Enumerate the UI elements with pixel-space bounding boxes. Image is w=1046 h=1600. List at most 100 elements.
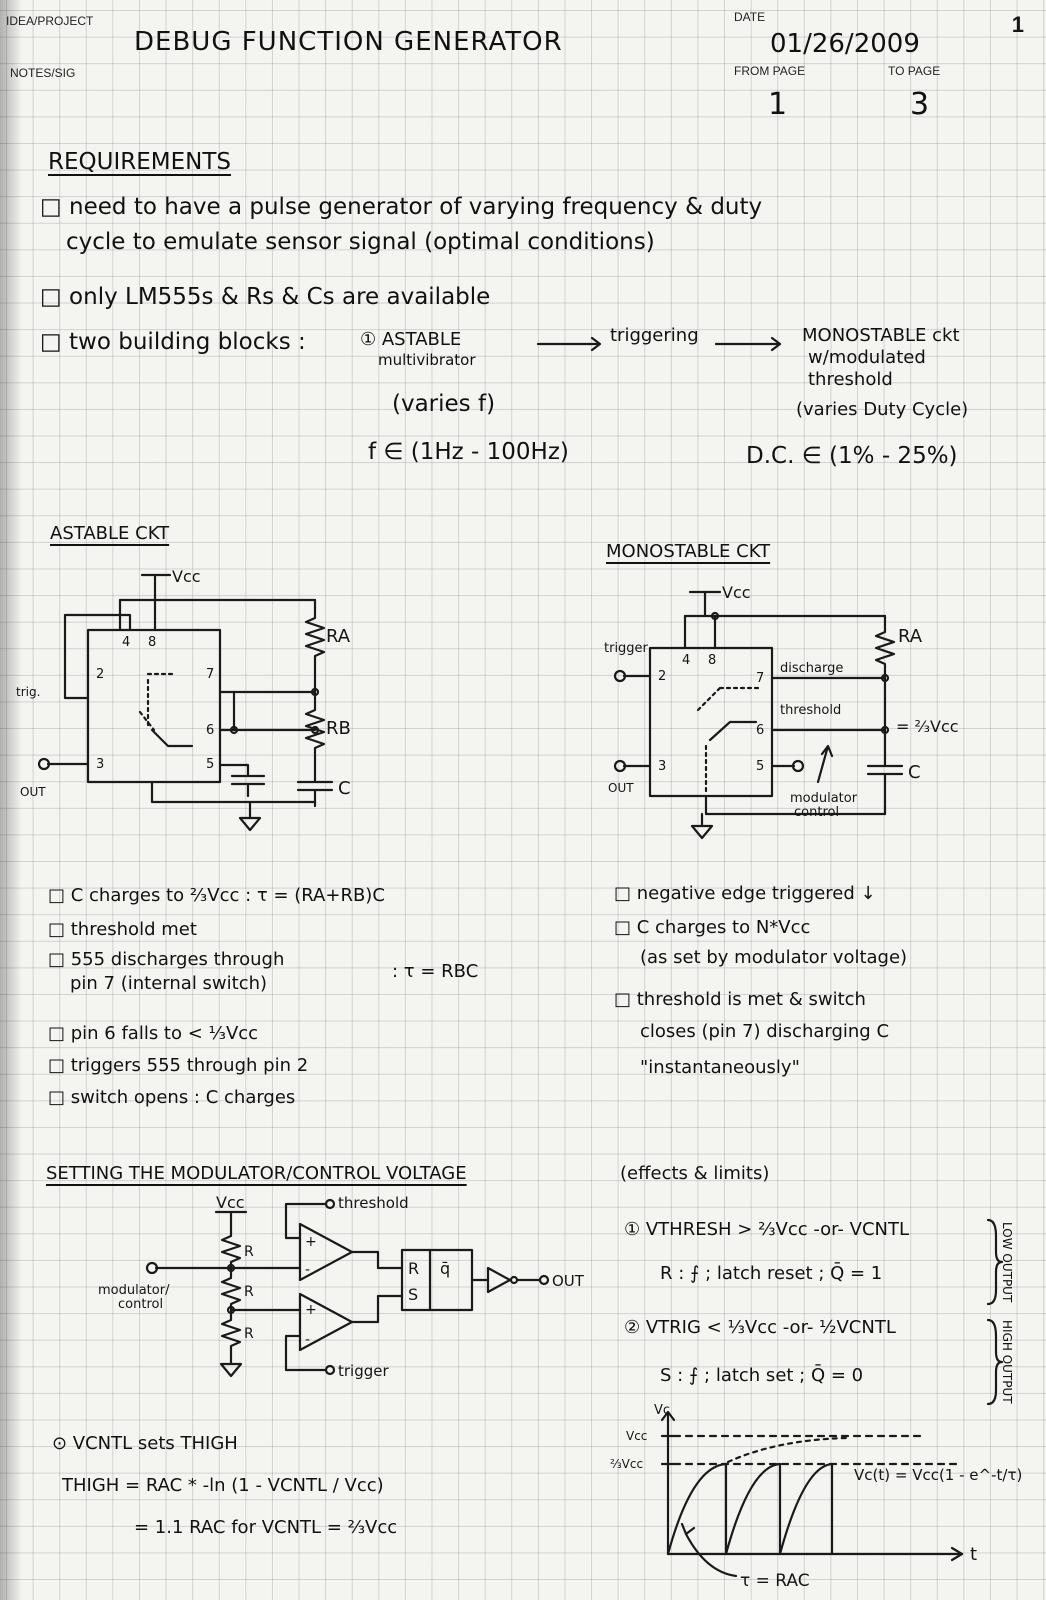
modulator-schematic: Vcc R R R modulator/ control threshold t… — [98, 1193, 585, 1380]
block-2-range: D.C. ∈ (1% - 25%) — [746, 443, 958, 469]
astable-note-6: □ switch opens : C charges — [48, 1087, 296, 1108]
graph-vcc-label: Vcc — [626, 1429, 647, 1443]
condition-1-line-2: R : ⨍ ; latch reset ; Q̄ = 1 — [660, 1263, 883, 1284]
graph-t-label: t — [970, 1544, 977, 1565]
condition-2-side-label: HIGH OUTPUT — [1000, 1320, 1015, 1404]
block-2-varies: (varies Duty Cycle) — [796, 399, 969, 420]
requirement-3: □ two building blocks : — [40, 329, 306, 355]
mono-note-1: □ negative edge triggered ↓ — [614, 883, 876, 904]
mono-out-label: OUT — [608, 781, 634, 795]
condition-braces — [986, 1218, 1004, 1406]
to-page-value: 3 — [910, 87, 930, 122]
to-page-label: TO PAGE — [888, 64, 941, 78]
astable-pin-3: 3 — [96, 757, 104, 772]
mod-trigger-label: trigger — [338, 1362, 389, 1380]
mono-modulator-label: modulator — [790, 791, 858, 806]
mono-note-3c: "instantaneously" — [640, 1057, 800, 1078]
page-title: DEBUG FUNCTION GENERATOR — [134, 27, 563, 57]
date-value: 01/26/2009 — [770, 29, 920, 59]
mod-input-label-2: control — [118, 1297, 163, 1312]
monostable-heading: MONOSTABLE CKT — [606, 541, 771, 562]
mono-control-label: control — [794, 805, 839, 820]
condition-1-line-1: ① VTHRESH > ⅔Vcc -or- VCNTL — [624, 1219, 910, 1240]
mono-pin-7: 7 — [756, 671, 764, 686]
idea-project-label: IDEA/PROJECT — [6, 14, 94, 28]
mono-pin-4: 4 — [682, 653, 690, 668]
astable-note-5: □ triggers 555 through pin 2 — [48, 1055, 309, 1076]
astable-rb-label: RB — [326, 718, 351, 739]
page-edge-shadow — [0, 0, 22, 1600]
astable-pin-2: 2 — [96, 667, 104, 682]
mod-threshold-label: threshold — [338, 1194, 409, 1212]
block-1-range: f ∈ (1Hz - 100Hz) — [368, 439, 569, 465]
astable-pin-8: 8 — [148, 635, 156, 650]
from-page-value: 1 — [768, 87, 788, 122]
block-2-line-3: threshold — [808, 369, 893, 390]
mono-note-3: □ threshold is met & switch — [614, 989, 866, 1010]
mono-discharge-label: discharge — [780, 661, 843, 676]
mono-pin-2: 2 — [658, 669, 666, 684]
graph-tau-label: τ = RAC — [740, 1571, 810, 1591]
requirement-1-line-2: cycle to emulate sensor signal (optimal … — [66, 229, 655, 255]
mod-out-label: OUT — [552, 1272, 585, 1290]
astable-trig-label: trig. — [16, 685, 40, 699]
astable-tau-discharge: : τ = RBC — [392, 961, 479, 982]
mono-trigger-label: trigger — [604, 641, 649, 656]
graph-equation: Vc(t) = Vcc(1 - e^-t/τ) — [854, 1466, 1022, 1484]
notes-sig-label: NOTES/SIG — [10, 66, 76, 80]
mod-r2-label: R — [244, 1284, 254, 1300]
mono-note-2b: (as set by modulator voltage) — [640, 947, 908, 968]
graph-two-thirds-label: ⅔Vcc — [610, 1457, 643, 1471]
astable-note-3: □ 555 discharges through — [48, 949, 285, 970]
block-1-subtitle: multivibrator — [378, 351, 476, 369]
astable-note-1: □ C charges to ²⁄₃Vcc : τ = (RA+RB)C — [48, 885, 385, 906]
vcntl-sets-thigh: ⊙ VCNTL sets THIGH — [52, 1433, 238, 1454]
astable-ra-label: RA — [326, 626, 351, 647]
mono-note-2: □ C charges to N*Vcc — [614, 917, 811, 938]
mono-pin-8: 8 — [708, 653, 716, 668]
page-number: 1 — [1011, 12, 1024, 37]
mono-pin-5: 5 — [756, 759, 764, 774]
block-2-line-2: w/modulated — [808, 347, 926, 368]
mono-note-3b: closes (pin 7) discharging C — [640, 1021, 890, 1042]
mono-vcc-label: Vcc — [722, 583, 751, 602]
latch-r-label: R — [408, 1259, 419, 1278]
mod-vcc-label: Vcc — [216, 1193, 245, 1212]
modulator-heading-note: (effects & limits) — [620, 1163, 770, 1184]
triggering-label: triggering — [610, 325, 699, 346]
capacitor-charge-graph: Vc Vcc ⅔Vcc Vc(t) = Vcc(1 - e^-t/τ) t τ … — [610, 1403, 1022, 1591]
graph-vc-label: Vc — [654, 1403, 670, 1418]
block-1-title: ① ASTABLE — [360, 329, 462, 350]
mod-input-label-1: modulator/ — [98, 1283, 170, 1298]
astable-pin-6: 6 — [206, 723, 214, 738]
modulator-heading: SETTING THE MODULATOR/CONTROL VOLTAGE — [46, 1163, 467, 1184]
mono-threshold-label: threshold — [780, 703, 841, 718]
astable-schematic: Vcc RA RB C trig. OUT 4 8 2 7 6 3 5 — [16, 567, 351, 832]
condition-2-line-1: ② VTRIG < ⅓Vcc -or- ½VCNTL — [624, 1317, 896, 1338]
condition-1-side-label: LOW OUTPUT — [1000, 1222, 1015, 1303]
requirement-1-line-1: □ need to have a pulse generator of vary… — [40, 194, 763, 220]
condition-2-line-2: S : ⨍ ; latch set ; Q̄ = 0 — [660, 1365, 864, 1386]
astable-note-4: □ pin 6 falls to < ¹⁄₃Vcc — [48, 1023, 259, 1044]
mod-r1-label: R — [244, 1244, 254, 1260]
astable-pin-7: 7 — [206, 667, 214, 682]
latch-s-label: S — [408, 1285, 418, 1304]
mod-r3-label: R — [244, 1326, 254, 1342]
astable-pin-4: 4 — [122, 635, 130, 650]
astable-heading: ASTABLE CKT — [50, 523, 170, 544]
thigh-equation-2: = 1.1 RAC for VCNTL = ⅔Vcc — [134, 1517, 398, 1538]
bottom-opamp-minus: - — [305, 1332, 310, 1348]
latch-q-label: q̄ — [440, 1259, 450, 1278]
date-label: DATE — [734, 10, 766, 24]
astable-note-2: □ threshold met — [48, 919, 197, 940]
top-opamp-minus: - — [305, 1262, 310, 1278]
triggering-arrow — [536, 336, 782, 352]
astable-out-label: OUT — [20, 785, 46, 799]
mono-ra-label: RA — [898, 626, 923, 647]
top-opamp-plus: + — [305, 1234, 317, 1250]
mono-c-label: C — [908, 762, 921, 783]
mono-pin-3: 3 — [658, 759, 666, 774]
block-1-varies: (varies f) — [392, 391, 496, 417]
astable-vcc-label: Vcc — [172, 567, 201, 586]
requirement-2: □ only LM555s & Rs & Cs are available — [40, 284, 491, 310]
